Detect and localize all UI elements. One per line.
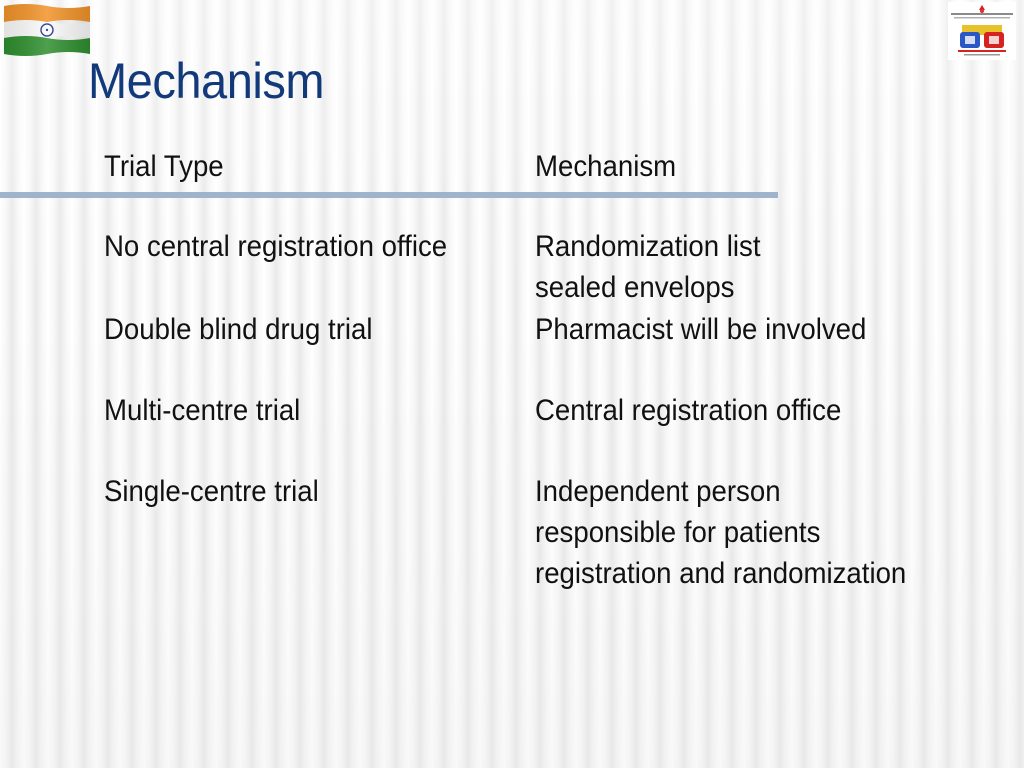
table-row-trial-type: Multi-centre trial bbox=[104, 394, 301, 427]
table-row-mechanism: Central registration office bbox=[535, 390, 841, 431]
mechanism-line: Central registration office bbox=[535, 394, 842, 427]
table-row-trial-type: No central registration office bbox=[104, 230, 448, 263]
mechanism-line: sealed envelops bbox=[535, 271, 735, 304]
table-row-trial-type: Double blind drug trial bbox=[104, 313, 373, 346]
table-row-mechanism: Independent person responsible for patie… bbox=[535, 471, 906, 594]
institute-logo-icon bbox=[948, 2, 1016, 60]
table-row-mechanism: Randomization list sealed envelops bbox=[535, 226, 761, 308]
mechanism-line: Randomization list bbox=[535, 230, 761, 263]
table-row-trial-type: Single-centre trial bbox=[104, 475, 319, 508]
page-title: Mechanism bbox=[88, 53, 325, 109]
mechanism-line: registration and randomization bbox=[535, 557, 907, 590]
india-flag-icon bbox=[4, 4, 90, 56]
table-row-mechanism: Pharmacist will be involved bbox=[535, 309, 866, 350]
column-header-mechanism: Mechanism bbox=[535, 150, 677, 183]
header-divider bbox=[0, 192, 778, 198]
mechanism-line: responsible for patients bbox=[535, 516, 821, 549]
mechanism-line: Independent person bbox=[535, 475, 781, 508]
mechanism-line: Pharmacist will be involved bbox=[535, 313, 867, 346]
column-header-trial-type: Trial Type bbox=[104, 150, 224, 183]
